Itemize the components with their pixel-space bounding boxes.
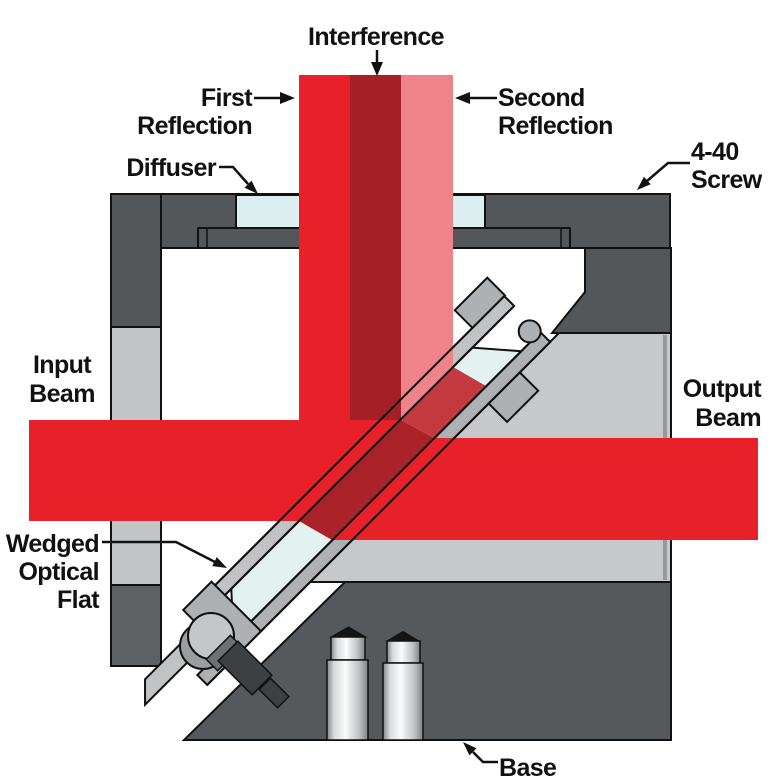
beam-interference [350, 75, 401, 470]
base-arrowhead [463, 742, 477, 756]
label-output-beam-line2: Beam [695, 404, 761, 432]
alignment-post [326, 626, 369, 741]
beam-inside-glass [299, 420, 434, 540]
label-second-reflection-line2: Reflection [498, 112, 613, 140]
label-base: Base [499, 754, 557, 782]
label-second-reflection-line1: Second [498, 84, 585, 112]
beam-output [332, 438, 758, 540]
glass-back-surface-line [196, 331, 542, 676]
first-reflection-arrowhead [280, 92, 295, 104]
strip-upper-line [195, 295, 505, 605]
label-wedged-flat-line1: Wedged [6, 530, 99, 558]
right-column [549, 247, 672, 334]
adjust-bolt-stub [258, 677, 290, 709]
beam-inside-glass-upper [401, 367, 486, 438]
base-arrow-line [472, 751, 498, 764]
diffuser-arrowhead [244, 180, 258, 194]
beam-input [29, 420, 401, 521]
wedged-flat-arrow-line [102, 540, 216, 564]
beam-second-reflection [401, 75, 453, 420]
second-reflection-arrowhead [455, 92, 470, 104]
wedged-flat-arrowhead [212, 557, 227, 568]
laser-beams [29, 75, 758, 540]
label-first-reflection-line1: First [201, 84, 253, 112]
post-lower [326, 659, 369, 741]
post-upper [386, 640, 421, 664]
base-block [181, 581, 672, 741]
label-wedged-flat-line2: Optical [18, 558, 99, 586]
adjust-bolt [217, 640, 273, 696]
label-input-beam-line2: Beam [29, 380, 95, 408]
label-wedged-flat-line3: Flat [57, 586, 100, 614]
beam-first-reflection [299, 75, 350, 521]
left-wall-upper [110, 193, 162, 328]
plate-lower-line [206, 341, 551, 686]
annotation-arrowheads [212, 62, 651, 756]
left-wall-lower [110, 584, 162, 667]
post-upper [330, 636, 366, 661]
interference-arrowhead [371, 62, 383, 76]
label-screw-line1: 4-40 [691, 138, 739, 166]
label-screw-line2: Screw [691, 166, 763, 194]
diffuser-arrow-line [219, 165, 249, 185]
label-input-beam-line1: Input [33, 351, 92, 379]
clamp-bump [517, 319, 542, 344]
adjust-bolt-stub-body [258, 677, 290, 709]
glass-front-surface-line [205, 305, 515, 615]
alignment-post [382, 630, 424, 741]
flat-surface-lines [195, 295, 551, 686]
clamp-tab [453, 276, 507, 330]
label-first-reflection-line2: Reflection [137, 112, 252, 140]
screw-arrowhead [637, 176, 651, 190]
annotation-arrows [102, 50, 690, 764]
label-output-beam-line1: Output [683, 375, 763, 403]
label-diffuser: Diffuser [126, 154, 217, 182]
adjust-bolt-head [217, 640, 273, 696]
post-lower [382, 662, 424, 741]
screw-arrow-line [646, 161, 690, 182]
label-interference: Interference [308, 23, 445, 51]
